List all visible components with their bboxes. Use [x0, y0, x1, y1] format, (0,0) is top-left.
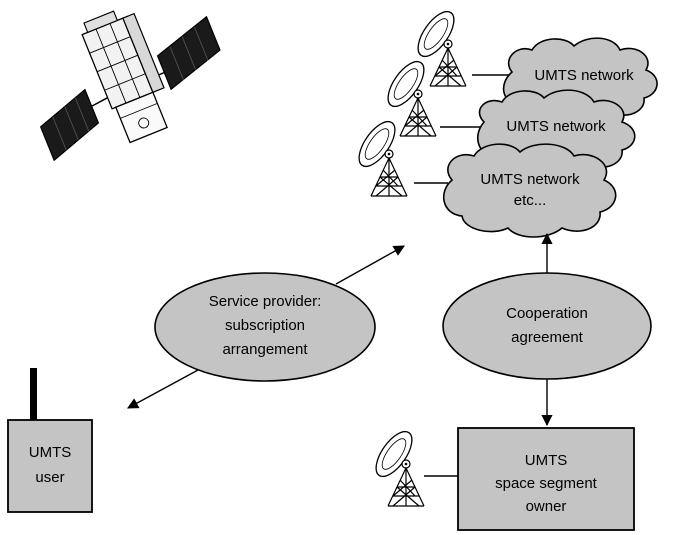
antenna-icon: [30, 368, 37, 420]
space-segment-owner-box: UMTS space segment owner: [457, 427, 635, 531]
user-box-line1: UMTS: [29, 444, 72, 461]
arrow-to-user: [127, 369, 199, 409]
umts-network-cloud-3: UMTS network etc...: [442, 143, 617, 238]
owner-box-line3: owner: [526, 498, 567, 515]
service-provider-line2: subscription: [225, 317, 305, 334]
owner-box-line2: space segment: [495, 475, 598, 492]
cooperation-line1: Cooperation: [506, 305, 588, 322]
ground-station-icon: [351, 115, 408, 197]
network-label-3a: UMTS network: [480, 171, 580, 188]
cooperation-line2: agreement: [511, 329, 584, 346]
network-label-3b: etc...: [514, 192, 547, 209]
network-label-1: UMTS network: [534, 67, 634, 84]
arrow-to-networks: [335, 245, 405, 285]
service-provider-ellipse: Service provider: subscription arrangeme…: [154, 272, 376, 382]
ground-station-icon: [368, 425, 425, 507]
cooperation-ellipse: Cooperation agreement: [442, 272, 652, 380]
network-label-2: UMTS network: [506, 118, 606, 135]
owner-box-line1: UMTS: [525, 452, 568, 469]
user-box-line2: user: [35, 469, 64, 486]
umts-user-terminal: UMTS user: [7, 368, 93, 513]
service-provider-line1: Service provider:: [209, 293, 322, 310]
satellite-icon: [39, 10, 221, 162]
service-provider-line3: arrangement: [222, 341, 308, 358]
